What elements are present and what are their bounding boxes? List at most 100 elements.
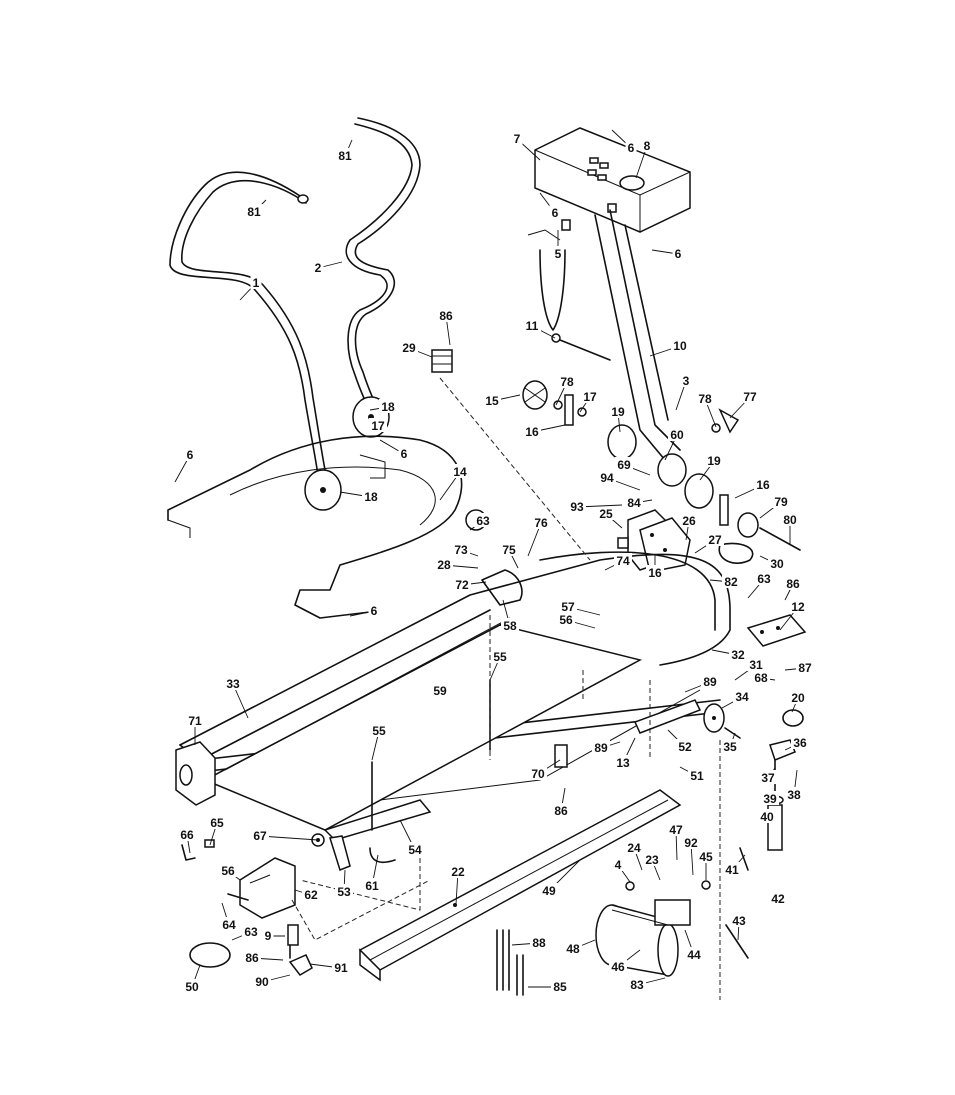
part-number-label: 67 — [253, 829, 267, 843]
long-bolts — [496, 929, 524, 996]
part-number-label: 5 — [555, 247, 562, 261]
callout-background — [335, 884, 353, 898]
callout-background — [500, 542, 518, 556]
callout-background — [643, 852, 661, 866]
callout-background — [483, 393, 501, 407]
callout-background — [243, 950, 261, 964]
part-number-label: 38 — [787, 788, 801, 802]
callout-background — [549, 205, 561, 219]
callout-background — [685, 947, 703, 961]
callout-background — [501, 618, 519, 632]
part-number-label: 23 — [645, 853, 659, 867]
part-number-label: 17 — [371, 419, 385, 433]
part-number-label: 6 — [675, 247, 682, 261]
callout-background — [208, 815, 226, 829]
part-number-label: 72 — [455, 578, 469, 592]
part-number-label: 17 — [583, 390, 597, 404]
callout-background — [245, 204, 263, 218]
callout-background — [796, 660, 814, 674]
callout-background — [696, 391, 714, 405]
part-number-label: 6 — [552, 206, 559, 220]
drive-belt — [189, 942, 231, 968]
callout-background — [733, 689, 751, 703]
part-number-label: 36 — [793, 736, 807, 750]
callout-background — [723, 862, 741, 876]
part-number-label: 64 — [222, 918, 236, 932]
part-number-label: 16 — [756, 478, 770, 492]
part-number-label: 75 — [502, 543, 516, 557]
callout-background — [451, 464, 469, 478]
callout-background — [722, 574, 740, 588]
part-number-label: 94 — [600, 471, 614, 485]
callout-background — [671, 338, 689, 352]
part-number-label: 50 — [185, 980, 199, 994]
callout-background — [625, 140, 637, 154]
part-number-label: 37 — [761, 771, 775, 785]
callout-background — [752, 670, 770, 684]
lift-frame-bracket — [633, 699, 702, 734]
callout-background — [312, 260, 324, 274]
callout-background — [668, 427, 686, 441]
callout-background — [435, 557, 453, 571]
callout-background — [772, 494, 790, 508]
part-number-label: 89 — [594, 741, 608, 755]
part-number-label: 63 — [757, 572, 771, 586]
part-number-label: 61 — [365, 879, 379, 893]
callout-background — [253, 974, 271, 988]
part-number-label: 59 — [433, 684, 447, 698]
callout-background — [789, 599, 807, 613]
motor-hood — [239, 857, 296, 919]
mount-bracket-12 — [746, 614, 807, 647]
part-number-label: 82 — [724, 575, 738, 589]
part-number-label: 14 — [453, 465, 467, 479]
part-number-label: 25 — [599, 507, 613, 521]
flywheel — [522, 380, 637, 460]
part-number-label: 30 — [770, 557, 784, 571]
part-number-label: 41 — [725, 863, 739, 877]
callout-background — [251, 828, 269, 842]
part-number-label: 81 — [338, 149, 352, 163]
part-number-label: 65 — [210, 816, 224, 830]
part-number-label: 46 — [611, 960, 625, 974]
callout-background — [688, 768, 706, 782]
part-number-label: 88 — [532, 936, 546, 950]
part-number-label: 93 — [570, 500, 584, 514]
part-number-label: 86 — [439, 309, 453, 323]
callout-background — [532, 515, 550, 529]
part-number-label: 80 — [783, 513, 797, 527]
part-number-label: 86 — [554, 804, 568, 818]
callout-background — [784, 576, 802, 590]
callout-background — [789, 690, 807, 704]
bottom-rail — [358, 789, 682, 982]
part-number-label: 29 — [402, 341, 416, 355]
part-number-label: 18 — [364, 490, 378, 504]
callout-background — [529, 766, 547, 780]
part-number-label: 60 — [670, 428, 684, 442]
rear-roller — [311, 799, 432, 871]
part-number-label: 49 — [542, 884, 556, 898]
drive-motor — [595, 899, 691, 977]
callout-background — [747, 657, 765, 671]
part-number-label: 56 — [559, 613, 573, 627]
callout-background — [646, 565, 664, 579]
callout-background — [511, 131, 523, 145]
part-number-label: 89 — [703, 675, 717, 689]
part-number-label: 73 — [454, 543, 468, 557]
part-number-label: 7 — [514, 132, 521, 146]
part-number-label: 16 — [525, 425, 539, 439]
upright-post — [594, 209, 687, 487]
callout-background — [368, 603, 380, 617]
callout-background — [667, 822, 685, 836]
part-number-label: 32 — [731, 648, 745, 662]
callout-background — [523, 318, 541, 332]
callout-background — [551, 979, 569, 993]
callout-background — [614, 755, 632, 769]
accessory-holder — [527, 219, 571, 331]
callout-background — [564, 941, 582, 955]
part-number-label: 66 — [180, 828, 194, 842]
part-number-label: 86 — [245, 951, 259, 965]
callout-background — [250, 275, 262, 289]
callout-background — [559, 599, 577, 613]
callout-background — [552, 246, 564, 260]
callout-background — [706, 532, 724, 546]
